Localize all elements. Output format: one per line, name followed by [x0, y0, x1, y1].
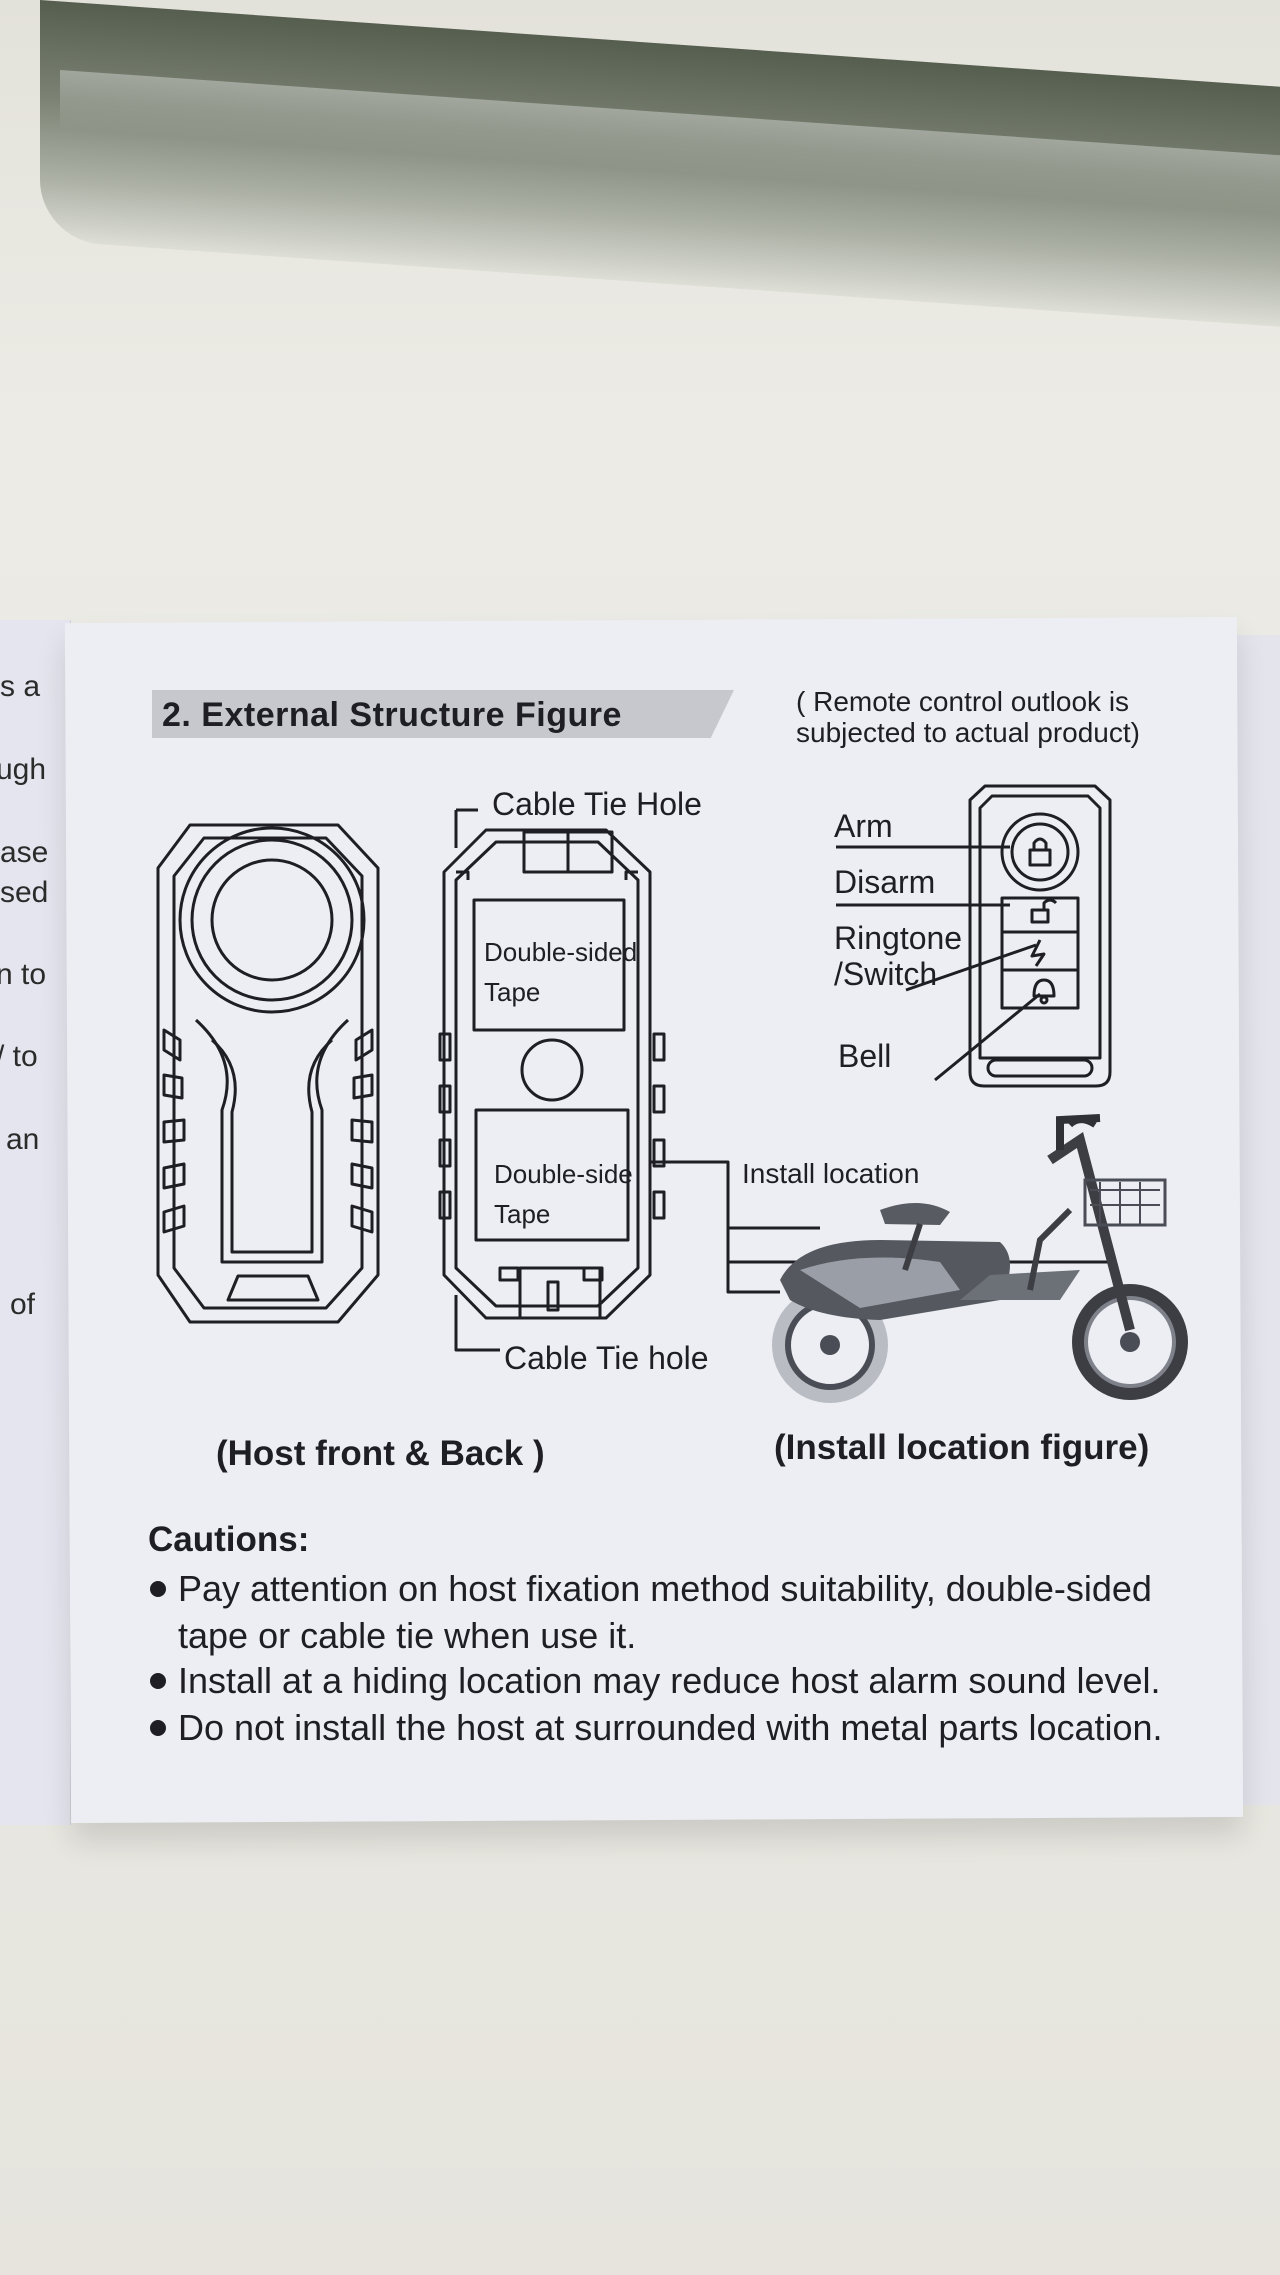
edge-text: n to	[0, 958, 47, 991]
unlock-icon	[1030, 898, 1058, 924]
arm-label: Arm	[834, 808, 893, 844]
disarm-label: Disarm	[834, 864, 936, 900]
remote-drawing	[836, 784, 1112, 1088]
double-side-tape-label: Double-side Tape	[494, 1154, 633, 1234]
edge-text: / to	[0, 1040, 38, 1073]
host-front-drawing	[156, 823, 380, 1324]
bell-label: Bell	[838, 1038, 892, 1074]
caution-item: Install at a hiding location may reduce …	[150, 1657, 1170, 1704]
tape-label-line: Double-side	[494, 1159, 633, 1189]
bullet-icon	[150, 1720, 166, 1736]
host-back-drawing	[438, 808, 666, 1352]
ringtone-label: Ringtone /Switch	[834, 920, 962, 992]
double-sided-tape-label: Double-sided Tape	[484, 932, 637, 1012]
tape-label-line: Tape	[494, 1199, 551, 1229]
cautions-title: Cautions:	[148, 1520, 310, 1559]
caution-text: Do not install the host at surrounded wi…	[178, 1707, 1163, 1748]
remote-outlook-note: ( Remote control outlook is subjected to…	[796, 686, 1140, 748]
section-title: 2. External Structure Figure	[162, 696, 622, 734]
e-bike-illustration	[772, 1114, 1188, 1403]
caution-text: Pay attention on host fixation method su…	[178, 1568, 1152, 1656]
section-title-bar	[152, 690, 734, 738]
edge-text: sed	[0, 876, 49, 909]
tape-label-line: Double-sided	[484, 937, 638, 967]
paper-left-fold: s a ugh ase sed n to / to an of	[0, 620, 71, 1825]
bullet-icon	[150, 1673, 166, 1689]
install-caption: (Install location figure)	[774, 1428, 1150, 1467]
ringtone-label-line: Ringtone	[834, 920, 963, 956]
edge-text: an	[6, 1123, 40, 1156]
cable-tie-hole-label-top: Cable Tie Hole	[492, 786, 702, 822]
install-location-label: Install location	[742, 1158, 920, 1189]
lightning-icon	[1030, 939, 1046, 967]
install-leader-line	[650, 1160, 820, 1230]
edge-text: ugh	[0, 753, 47, 786]
caution-item: Do not install the host at surrounded wi…	[150, 1704, 1170, 1751]
caution-text: Install at a hiding location may reduce …	[178, 1660, 1161, 1701]
edge-text: of	[10, 1288, 36, 1321]
lock-icon	[1028, 837, 1052, 867]
install-leader-line	[726, 1262, 780, 1294]
edge-text: ase	[0, 836, 49, 869]
cable-tie-hole-label-bottom: Cable Tie hole	[504, 1340, 709, 1376]
edge-text: s a	[0, 670, 41, 703]
ringtone-label-line: /Switch	[834, 956, 938, 992]
bullet-icon	[150, 1581, 166, 1597]
tape-label-line: Tape	[484, 977, 541, 1007]
bell-icon	[1032, 978, 1056, 1005]
host-caption: (Host front & Back )	[216, 1434, 545, 1473]
caution-item: Pay attention on host fixation method su…	[150, 1565, 1170, 1659]
